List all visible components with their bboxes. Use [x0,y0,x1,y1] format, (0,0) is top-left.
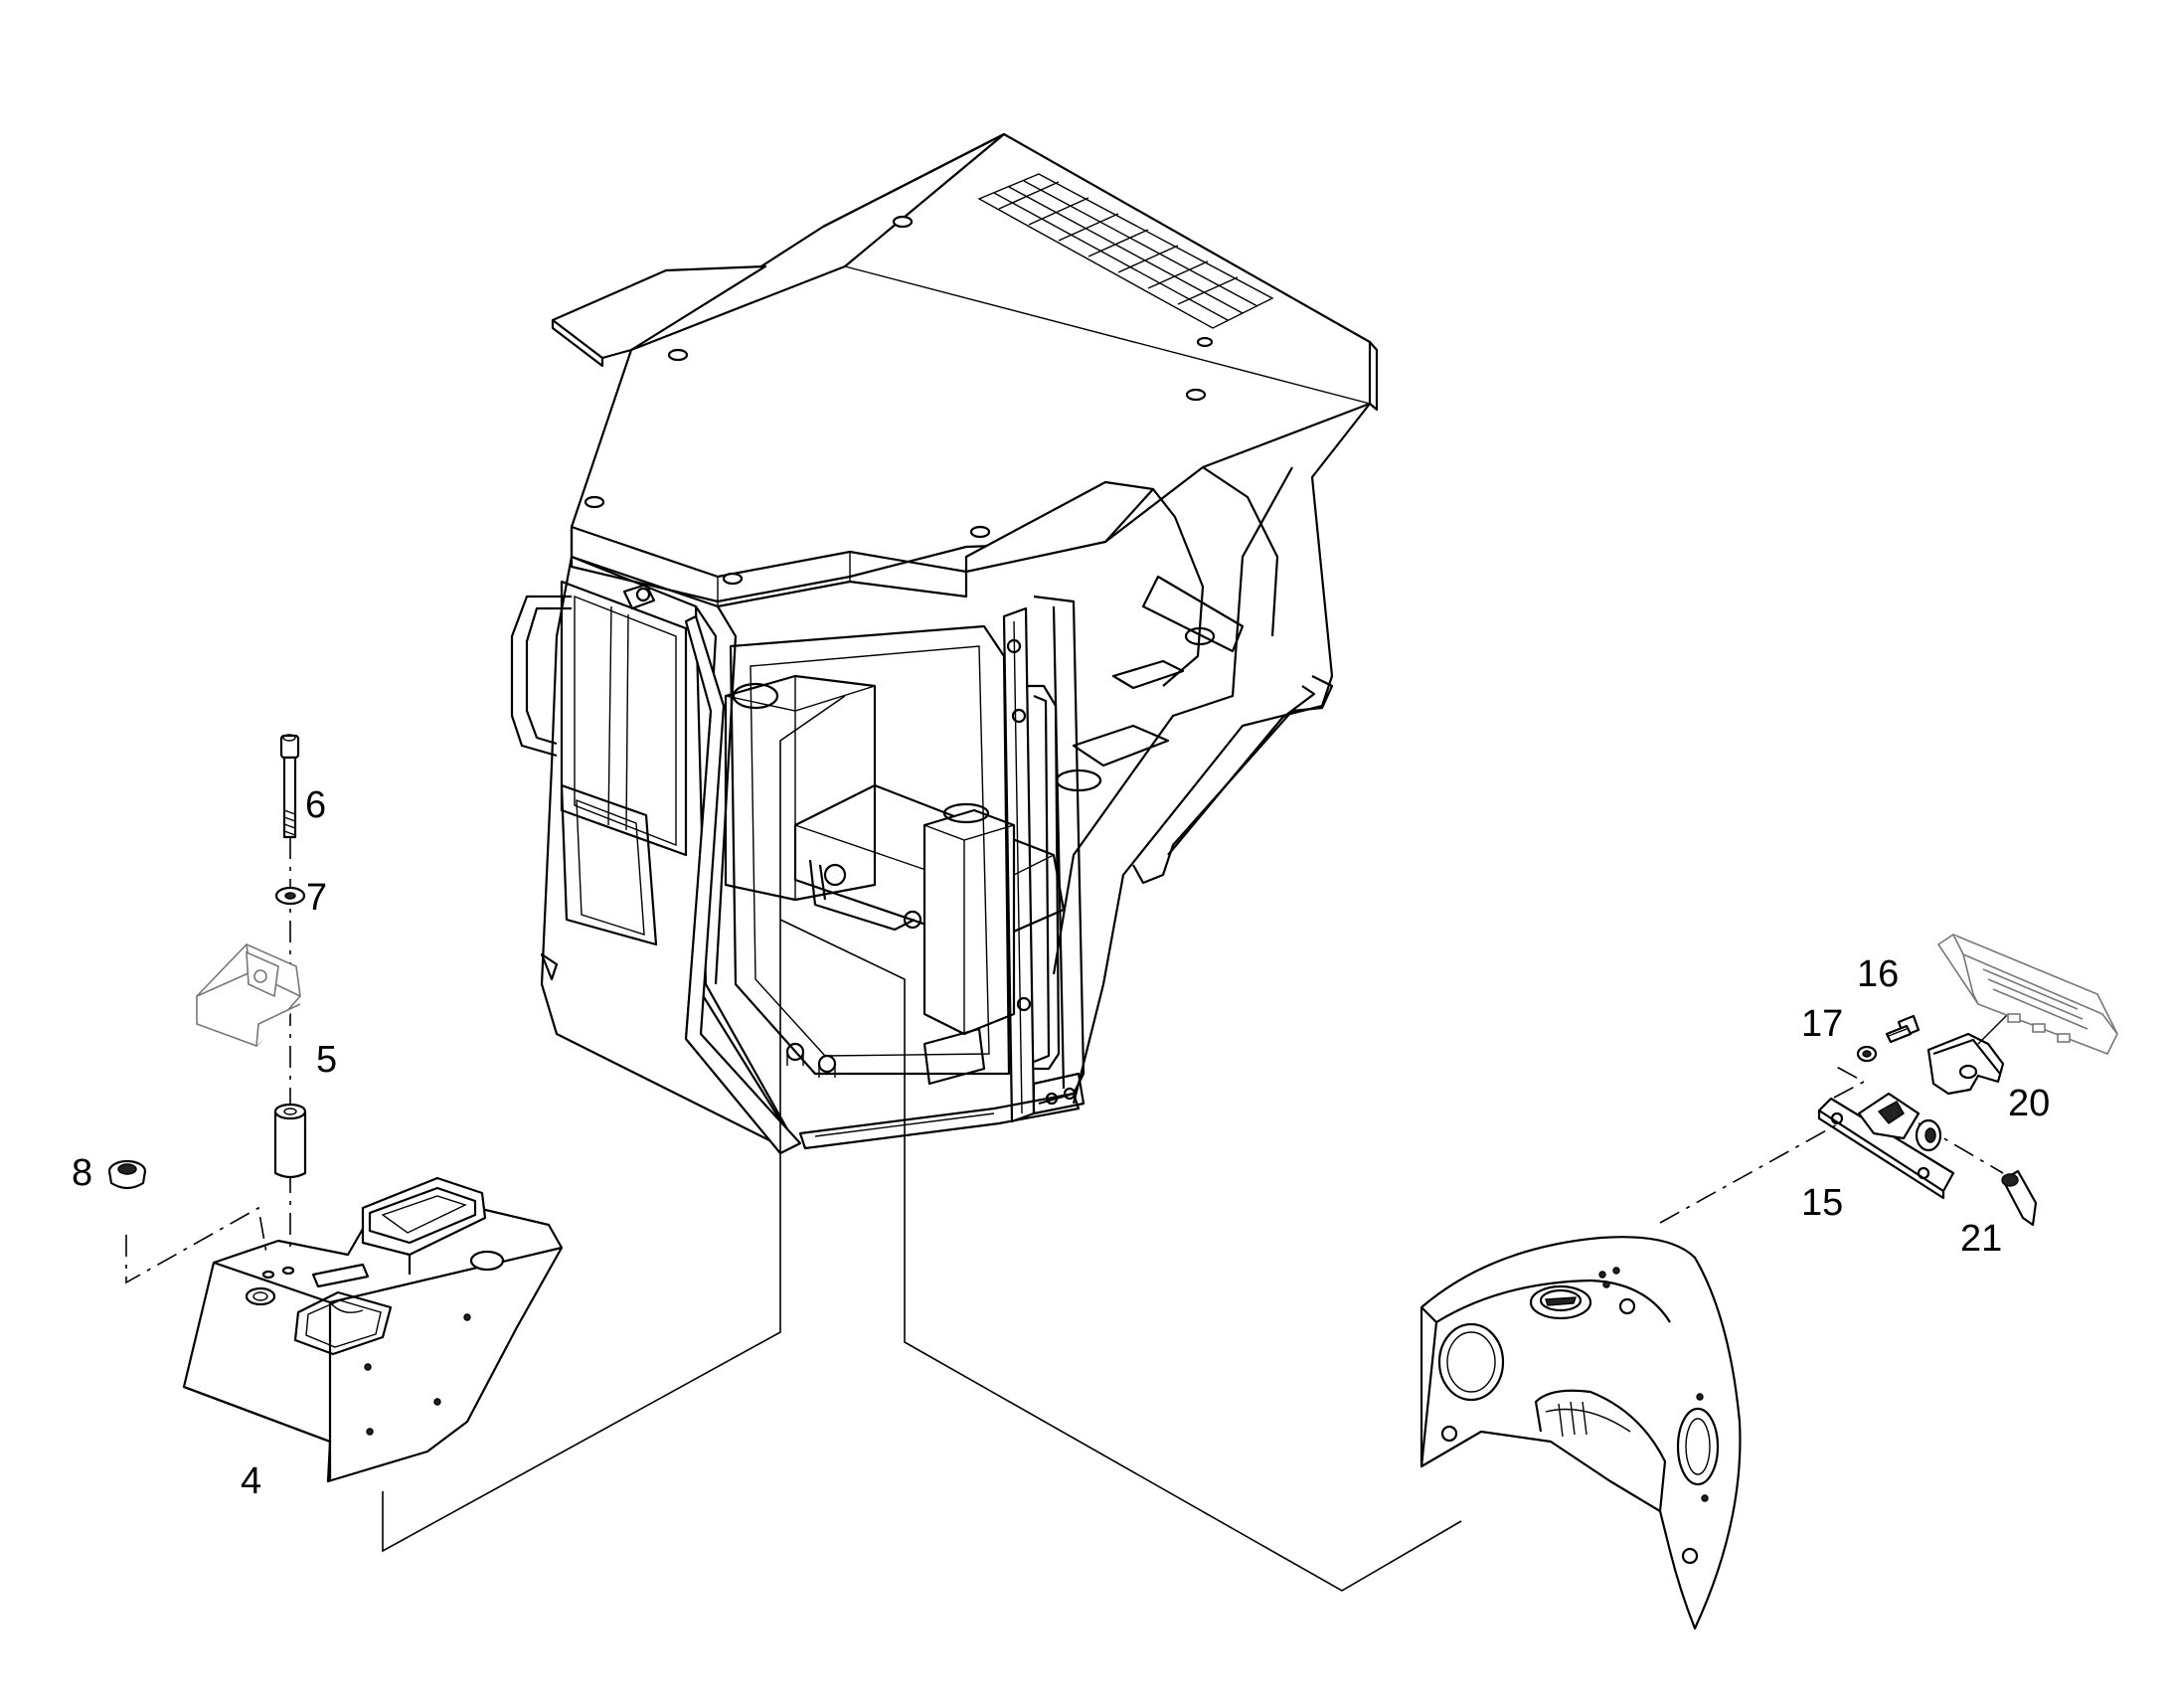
part-4-left-console [182,1176,564,1483]
part-17-washer [1856,1045,1878,1063]
roof-bosses [584,215,1214,586]
display-unit [1936,934,2118,1056]
label-part-17: 17 [1801,1003,1843,1045]
part-number-labels: 6 7 5 8 4 16 17 20 15 21 [72,784,2050,1502]
part-20-bracket [1926,1013,2009,1096]
part-16-bolt [1885,1014,1921,1044]
part-21-lever [2001,1169,2038,1227]
label-part-20: 20 [2008,1083,2050,1124]
cab-assembly [510,132,1379,1155]
label-part-15: 15 [1801,1182,1843,1224]
label-part-8: 8 [72,1152,92,1194]
mount-bracket [196,943,301,1047]
part-5-spacer [273,1103,307,1179]
label-part-4: 4 [241,1460,261,1502]
label-part-16: 16 [1857,953,1899,995]
left-assembly-centerlines [125,795,291,1284]
assembly-leader-lines [382,695,1462,1592]
roof-vent-grid [977,173,1274,329]
right-console-shroud [1420,1236,1742,1630]
part-15-mounting-plate [1817,1092,1955,1200]
label-part-6: 6 [305,784,326,826]
label-part-21: 21 [1960,1218,2002,1260]
label-part-7: 7 [306,877,327,919]
part-7-washer [274,886,306,906]
part-8-plug [107,1159,147,1190]
part-6-bolt [279,734,300,839]
label-part-5: 5 [316,1039,337,1081]
